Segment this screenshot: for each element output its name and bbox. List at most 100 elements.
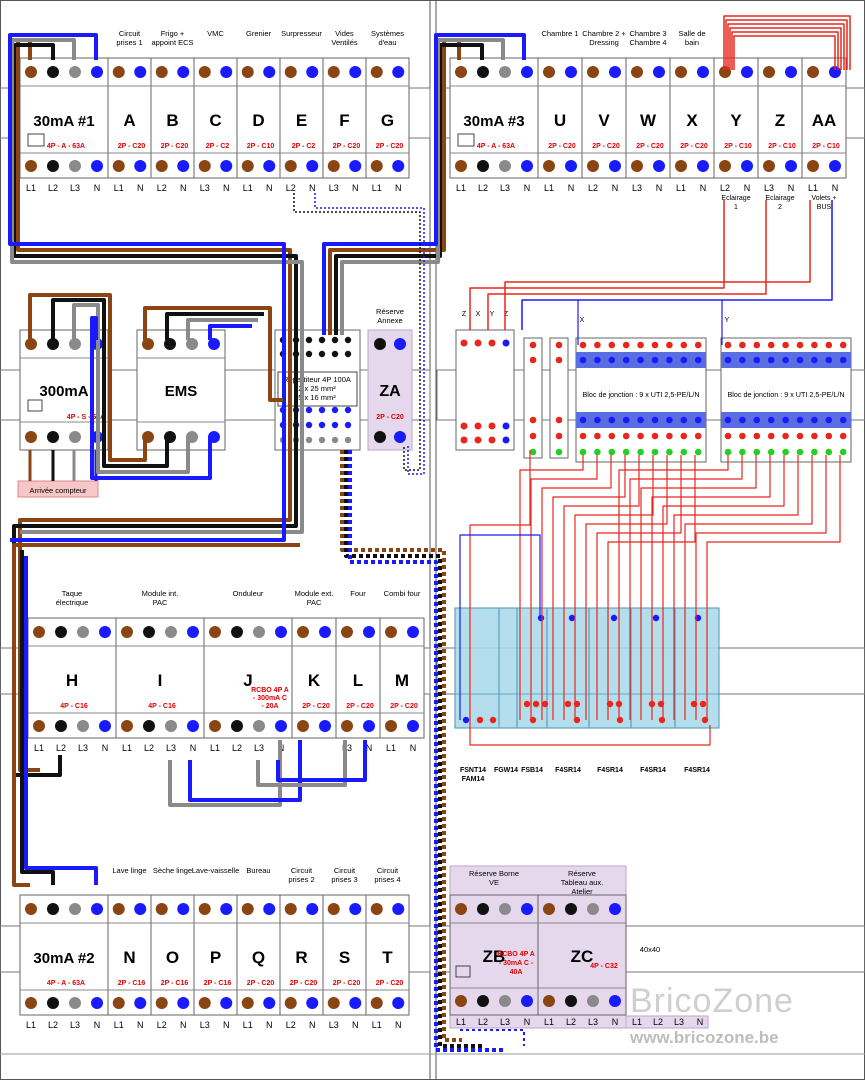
module-top-label: Circuit	[291, 866, 313, 875]
wire	[28, 293, 147, 462]
module-rating: 4P - C32	[590, 963, 618, 970]
wire	[673, 455, 799, 720]
wire	[706, 455, 841, 720]
terminal-dot	[460, 436, 468, 444]
module-code: F	[339, 111, 349, 130]
module-rating: 4P - A - 63A	[47, 143, 85, 150]
relay-label: FSNT14	[460, 767, 486, 774]
wire	[521, 200, 833, 330]
terminal-dot	[839, 432, 847, 440]
phase-label: L3	[632, 183, 642, 193]
module-body	[449, 57, 539, 179]
terminal-dot	[579, 432, 587, 440]
terminal-dot	[594, 416, 601, 424]
phase-label: L1	[122, 743, 132, 753]
junction-label-bg	[578, 386, 704, 400]
module-body	[193, 894, 238, 1016]
terminal-dot	[331, 421, 339, 429]
terminal-dot	[318, 406, 326, 414]
terminal-dot	[724, 356, 732, 364]
phase-label: N	[180, 1020, 187, 1030]
terminal-dot	[455, 160, 467, 172]
terminal-dot	[47, 338, 59, 350]
terminal-dot	[349, 66, 362, 78]
module-code: G	[381, 111, 394, 130]
module-top-label: Réserve	[376, 307, 404, 316]
module-top-label: Lave linge	[112, 866, 146, 875]
terminal-dot	[155, 903, 168, 915]
terminal-dot	[502, 339, 510, 347]
terminal-dot	[284, 160, 297, 172]
phase-label: N	[410, 743, 417, 753]
terminal-dot	[622, 416, 630, 424]
wire	[727, 23, 845, 70]
terminal-dot	[319, 626, 331, 638]
terminal-dot	[253, 720, 265, 732]
terminal-dot	[306, 160, 319, 172]
phase-label: L1	[372, 183, 382, 193]
terminal-dot	[608, 341, 616, 349]
module-code: Q	[252, 948, 265, 967]
terminal-dot	[697, 160, 709, 172]
module-top-label: Circuit	[119, 29, 141, 38]
terminal-dot	[177, 903, 190, 915]
terminal-dot	[680, 341, 688, 349]
terminal-dot	[69, 431, 81, 443]
terminal-dot	[579, 341, 587, 349]
terminal-dot	[121, 626, 133, 638]
terminal-dot	[724, 432, 732, 440]
terminal-dot	[680, 356, 688, 364]
phase-label: N	[137, 183, 144, 193]
terminal-dot	[220, 66, 233, 78]
terminal-dot	[811, 448, 818, 456]
terminal-dot	[622, 341, 630, 349]
wire	[731, 31, 839, 70]
module-body	[27, 617, 117, 739]
terminal-dot	[306, 997, 319, 1009]
module-rating: 2P - C20	[333, 143, 361, 150]
terminal-dot	[763, 66, 775, 78]
wire	[322, 33, 526, 335]
terminal-dot	[651, 356, 659, 364]
module-body	[455, 329, 515, 451]
terminal-dot	[637, 416, 644, 424]
phase-label: L2	[478, 183, 488, 193]
terminal-dot	[565, 160, 577, 172]
terminal-dot	[782, 448, 789, 456]
relay-label: F4SR14	[597, 767, 623, 774]
terminal-dot	[523, 700, 531, 708]
terminal-dot	[319, 720, 331, 732]
wire	[585, 455, 668, 720]
terminal-dot	[767, 432, 775, 440]
terminal-dot	[477, 160, 489, 172]
module-code: 30mA #2	[33, 950, 94, 967]
module-top-label: Chambre 1	[541, 29, 578, 38]
phase-label: L1	[808, 183, 818, 193]
module-code: D	[252, 111, 264, 130]
phase-label: L3	[588, 1017, 598, 1027]
module-body	[236, 57, 281, 179]
module-body	[136, 329, 226, 451]
phase-label: L1	[243, 1020, 253, 1030]
module-bottom-label: Eclairage	[765, 195, 794, 202]
terminal-dot	[739, 448, 746, 456]
terminal-dot	[394, 431, 406, 443]
module-top-label: prises 4	[374, 875, 400, 884]
wire	[208, 324, 252, 340]
marker-label: Y	[490, 311, 495, 318]
module-rating: 4P - C16	[148, 703, 176, 710]
terminal-dot	[344, 336, 352, 344]
module-rating: 2P - C20	[548, 143, 576, 150]
wire	[24, 556, 98, 885]
wire	[10, 38, 304, 534]
module-rating: - 20A	[261, 703, 278, 710]
module-body	[107, 894, 152, 1016]
repartiteur-label: 5 x 16 mm²	[298, 393, 336, 402]
